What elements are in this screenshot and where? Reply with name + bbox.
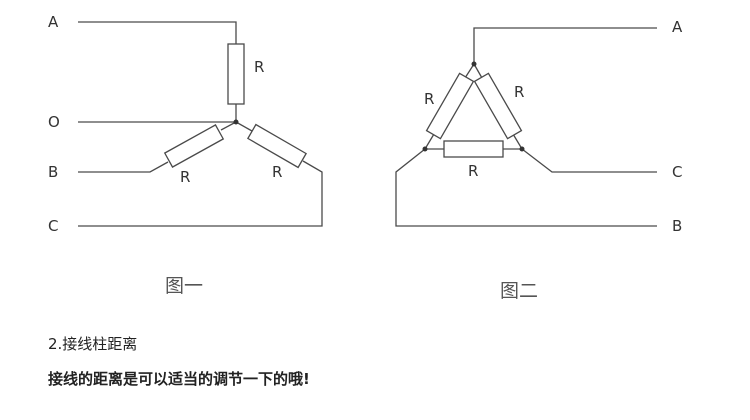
fig2-resistor-bottom	[443, 140, 504, 158]
wiring-diagram: A O B C R R R 图一 A C B R R R	[48, 13, 683, 302]
figure1-caption: 图一	[165, 275, 203, 297]
fig2-wire-b	[395, 148, 657, 227]
fig2-resistor-label-bottom: R	[468, 162, 478, 180]
figure2-delta-connection: A C B R R R 图二	[395, 18, 683, 302]
fig2-wire-right-lower	[512, 133, 523, 150]
section-note: 接线的距离是可以适当的调节一下的哦!	[48, 370, 310, 388]
fig1-wire-c	[78, 160, 323, 227]
fig2-resistor-label-right: R	[514, 83, 524, 101]
fig1-wire-a	[78, 21, 237, 44]
fig2-junction-right	[519, 146, 525, 152]
section-title: 2.接线柱距离	[48, 335, 138, 353]
fig1-terminal-o: O	[48, 113, 60, 131]
fig1-junction	[233, 119, 239, 125]
fig1-terminal-c: C	[48, 217, 58, 235]
fig2-junction-top	[471, 61, 477, 67]
fig2-resistor-label-left: R	[424, 90, 434, 108]
fig2-terminal-c: C	[672, 163, 682, 181]
fig2-resistor-left	[425, 72, 475, 140]
fig1-resistor-label-left: R	[180, 168, 190, 186]
fig2-resistor-right	[473, 72, 523, 140]
fig1-terminal-a: A	[48, 13, 59, 31]
fig2-wire-a	[473, 27, 657, 64]
fig1-resistor-label-top: R	[254, 58, 264, 76]
fig1-wire-right-branch	[235, 121, 253, 132]
fig2-wire-top-right	[473, 63, 483, 79]
fig1-resistor-label-right: R	[272, 163, 282, 181]
fig2-wire-c	[521, 148, 657, 173]
figure1-star-connection: A O B C R R R 图一	[48, 13, 323, 297]
fig2-wire-left-lower	[424, 133, 435, 150]
fig1-wire-left-branch	[220, 121, 237, 131]
fig2-wire-top-left	[464, 63, 475, 79]
fig1-resistor-top	[227, 43, 245, 105]
fig2-terminal-a: A	[672, 18, 683, 36]
fig1-resistor-left	[163, 124, 225, 168]
figure2-caption: 图二	[500, 280, 538, 302]
fig1-resistor-right	[246, 123, 308, 169]
fig1-wire-b	[78, 161, 169, 173]
fig1-terminal-b: B	[48, 163, 58, 181]
fig2-junction-left	[422, 146, 428, 152]
fig2-terminal-b: B	[672, 217, 682, 235]
